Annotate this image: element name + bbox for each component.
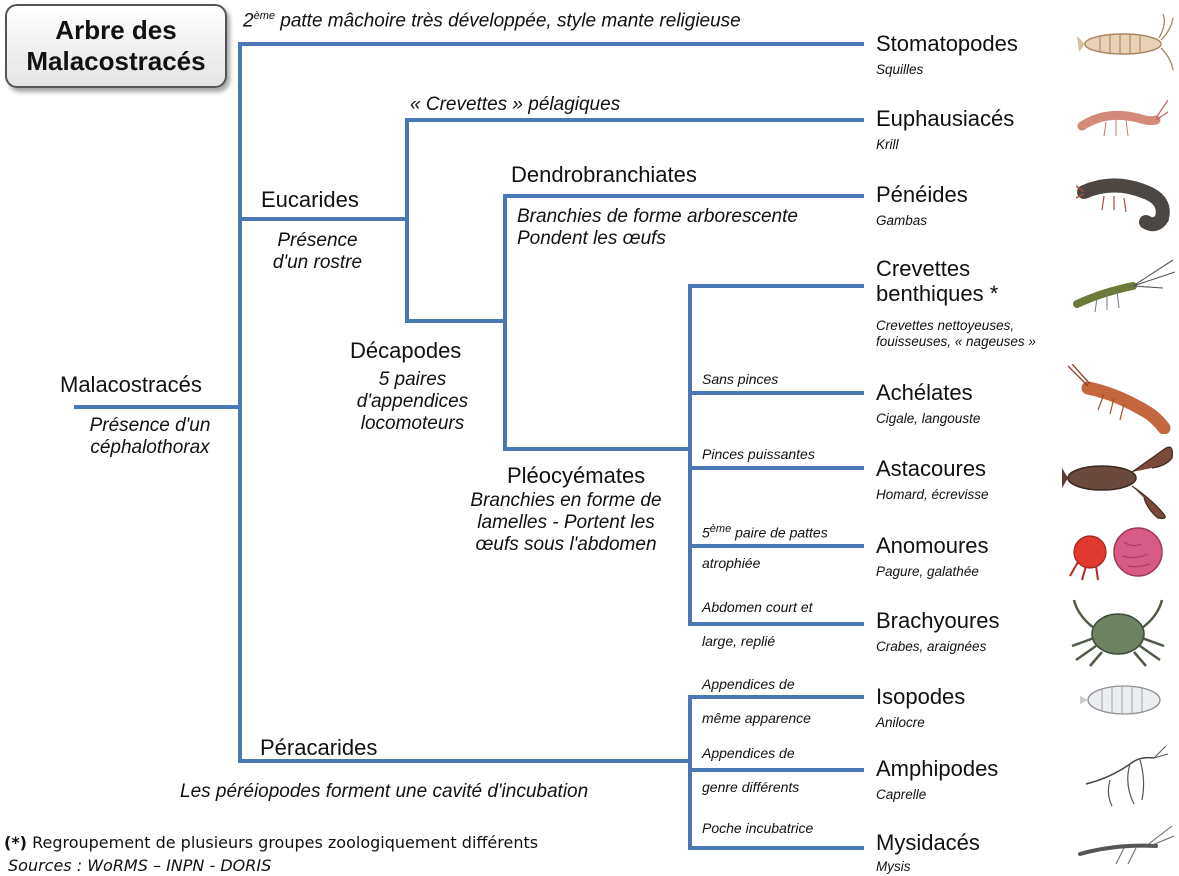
footnote: (*) Regroupement de plusieurs groupes zo… <box>4 833 539 852</box>
krill-image <box>1077 99 1168 137</box>
label-anomoures-trait-2: atrophiée <box>702 555 761 571</box>
dendrobranchiates-name: Dendrobranchiates <box>511 162 697 187</box>
leaf-astacoures-name: Astacoures <box>876 456 987 481</box>
leaf-stomatopodes-example: Squilles <box>876 62 924 77</box>
leaf-brachyoures-example: Crabes, araignées <box>876 639 987 654</box>
label-brachyoures-trait: Abdomen court et <box>702 599 813 615</box>
label-isopodes-trait-2: même apparence <box>702 710 811 726</box>
crevette-benthique-image <box>1073 259 1176 313</box>
leaf-anomoures-name: Anomoures <box>876 533 989 558</box>
label-amphipodes-trait: Appendices de <box>702 745 795 761</box>
pagure-image <box>1069 527 1163 581</box>
label-mysidaces-trait: Poche incubatrice <box>702 820 814 836</box>
leaf-amphipodes-example: Caprelle <box>876 787 927 802</box>
leaf-euphausiaces-example: Krill <box>876 137 899 152</box>
decapodes-desc-line2: d'appendices <box>356 390 469 412</box>
pleocyemates-name: Pléocyémates <box>507 463 646 488</box>
leaf-mysidaces-name: Mysidacés <box>876 830 980 855</box>
leaf-mysidaces-example: Mysis <box>876 859 911 874</box>
crabe-image <box>1071 599 1165 667</box>
dendro-desc-line1: Branchies de forme arborescente <box>517 206 798 227</box>
leaf-brachyoures-name: Brachyoures <box>876 608 1000 633</box>
pelagic-trait: « Crevettes » pélagiques <box>410 94 621 115</box>
pleo-desc-line1: Branchies en forme de <box>470 490 662 511</box>
dendrobranchiates-desc: Branchies de forme arborescente Pondent … <box>517 206 798 250</box>
leaf-crevettes-name-line1: Crevettes <box>876 256 971 281</box>
peracarides-name: Péracarides <box>260 735 378 760</box>
root-desc-line2: céphalothorax <box>90 436 210 458</box>
pleo-desc-line3: œufs sous l'abdomen <box>475 533 657 555</box>
mysis-image <box>1078 825 1175 865</box>
decapodes-desc-line1: 5 paires <box>378 369 447 390</box>
eucarides-name: Eucarides <box>261 187 359 212</box>
label-brachyoures-trait-2: large, replié <box>702 633 776 649</box>
pleocyemates-desc: Branchies en forme de lamelles - Portent… <box>446 490 686 556</box>
leaf-crevettes-example-line2: fouisseuses, « nageuses » <box>876 333 1036 349</box>
root-desc-line1: Présence d'un <box>89 415 211 436</box>
isopode-image <box>1080 685 1161 715</box>
root-desc: Présence d'un céphalothorax <box>60 415 240 459</box>
dendro-desc-line2: Pondent les œufs <box>517 227 666 249</box>
label-amphipodes-trait-2: genre différents <box>702 779 800 795</box>
sources: Sources : WoRMS – INPN - DORIS <box>8 856 272 875</box>
label-isopodes-trait: Appendices de <box>702 676 795 692</box>
pleo-desc-line2: lamelles - Portent les <box>477 511 655 533</box>
leaf-crevettes-name: Crevettes benthiques * <box>876 256 998 307</box>
leaf-isopodes-name: Isopodes <box>876 684 966 709</box>
leaf-peneides-name: Pénéides <box>876 182 968 207</box>
leaf-peneides-example: Gambas <box>876 213 928 228</box>
leaf-isopodes-example: Anilocre <box>876 715 925 730</box>
label-pinces-puissantes: Pinces puissantes <box>702 446 815 462</box>
homard-image <box>1062 446 1173 519</box>
root-name: Malacostracés <box>60 372 202 397</box>
eucarides-desc-line1: Présence <box>277 230 358 251</box>
peracarides-desc: Les péréiopodes forment une cavité d'inc… <box>180 781 589 802</box>
decapodes-name: Décapodes <box>350 338 462 363</box>
leaf-achelates-name: Achélates <box>876 380 973 405</box>
eucarides-desc: Présence d'un rostre <box>255 230 380 274</box>
diagram-title: Arbre des Malacostracés <box>5 4 227 88</box>
leaf-amphipodes-name: Amphipodes <box>876 756 999 781</box>
langouste-image <box>1068 364 1171 434</box>
gambas-image <box>1076 178 1170 232</box>
label-sans-pinces: Sans pinces <box>702 371 779 387</box>
decapodes-desc-line3: locomoteurs <box>360 412 465 434</box>
leaf-euphausiaces-name: Euphausiacés <box>876 106 1015 131</box>
stomatopodes-trait: 2ème patte mâchoire très développée, sty… <box>243 10 741 32</box>
leaf-anomoures-example: Pagure, galathée <box>876 564 979 579</box>
leaf-astacoures-example: Homard, écrevisse <box>876 487 989 502</box>
caprelle-image <box>1085 745 1169 807</box>
leaf-crevettes-example: Crevettes nettoyeuses, fouisseuses, « na… <box>876 318 1036 349</box>
leaf-crevettes-example-line1: Crevettes nettoyeuses, <box>876 318 1015 333</box>
decapodes-desc: 5 paires d'appendices locomoteurs <box>330 369 495 435</box>
label-anomoures-trait: 5ème paire de pattes <box>702 523 828 541</box>
leaf-achelates-example: Cigale, langouste <box>876 411 981 426</box>
squille-image <box>1077 13 1174 71</box>
leaf-crevettes-name-line2: benthiques * <box>876 281 999 307</box>
eucarides-desc-line2: d'un rostre <box>272 251 363 273</box>
leaf-stomatopodes-name: Stomatopodes <box>876 31 1018 56</box>
